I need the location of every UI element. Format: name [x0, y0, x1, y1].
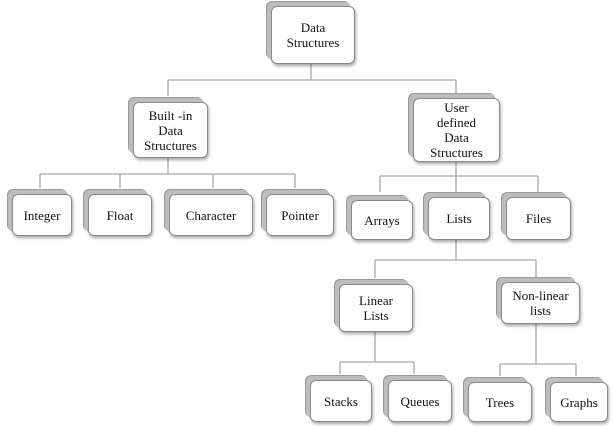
node-built-in-data-structures: Built -in Data Structures: [133, 102, 208, 158]
node-integer: Integer: [12, 194, 72, 236]
node-label: Queues: [400, 393, 440, 409]
node-label: Stacks: [324, 393, 358, 409]
node-float: Float: [88, 194, 152, 236]
node-lists: Lists: [428, 197, 490, 240]
node-linear-lists: Linear Lists: [339, 284, 413, 332]
connector-user: [379, 162, 539, 192]
node-queues: Queues: [388, 380, 452, 422]
connector-linear: [339, 332, 415, 374]
node-stacks: Stacks: [310, 380, 372, 422]
node-pointer: Pointer: [266, 194, 334, 236]
node-label: Pointer: [281, 207, 319, 223]
connector-nonlinear: [499, 324, 577, 376]
node-label: Graphs: [560, 394, 598, 410]
node-arrays: Arrays: [351, 200, 413, 240]
node-label: Trees: [485, 394, 515, 410]
node-label: Linear Lists: [359, 293, 393, 323]
node-trees: Trees: [468, 382, 532, 422]
node-label: Integer: [23, 207, 61, 223]
node-label: Lists: [446, 211, 472, 226]
node-label: Arrays: [364, 212, 400, 228]
node-label: Non-linear lists: [512, 288, 569, 318]
node-label: Data Structures: [286, 20, 340, 50]
connector-builtin: [39, 158, 296, 188]
node-label: Files: [525, 211, 552, 226]
node-graphs: Graphs: [550, 382, 608, 422]
node-user-defined-data-structures: User defined Data Structures: [413, 98, 500, 162]
node-label: Built -in Data Structures: [144, 107, 197, 153]
connector-lists: [374, 240, 537, 278]
node-label: Float: [106, 207, 134, 223]
node-non-linear-lists: Non-linear lists: [501, 282, 580, 324]
node-files: Files: [506, 197, 571, 240]
node-label: Character: [185, 207, 237, 223]
connector-root: [167, 64, 457, 96]
node-label: User defined Data Structures: [430, 100, 483, 160]
node-data-structures: Data Structures: [271, 6, 355, 64]
node-character: Character: [169, 194, 253, 236]
